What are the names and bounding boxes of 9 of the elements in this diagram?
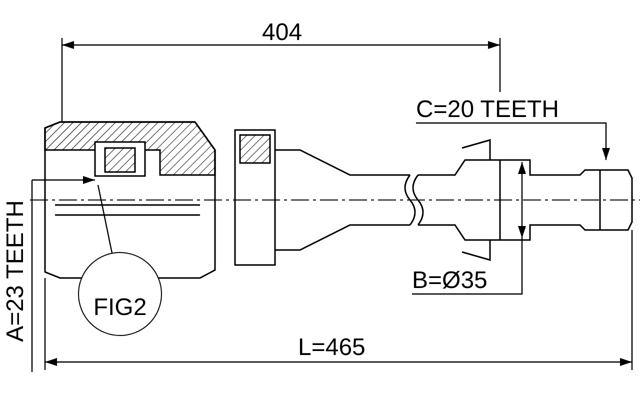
diameter-label: B=Ø35 bbox=[412, 268, 488, 294]
leader-line bbox=[97, 184, 113, 254]
spline-count-label: A=23 TEETH bbox=[2, 200, 29, 342]
dimension-value: L=465 bbox=[298, 335, 366, 361]
dimension-value: 404 bbox=[262, 20, 302, 46]
leader-line bbox=[416, 122, 610, 160]
leader-line bbox=[412, 238, 523, 295]
detail-circle: FIG2 bbox=[78, 252, 162, 336]
spline-count-label: C=20 TEETH bbox=[416, 97, 559, 123]
